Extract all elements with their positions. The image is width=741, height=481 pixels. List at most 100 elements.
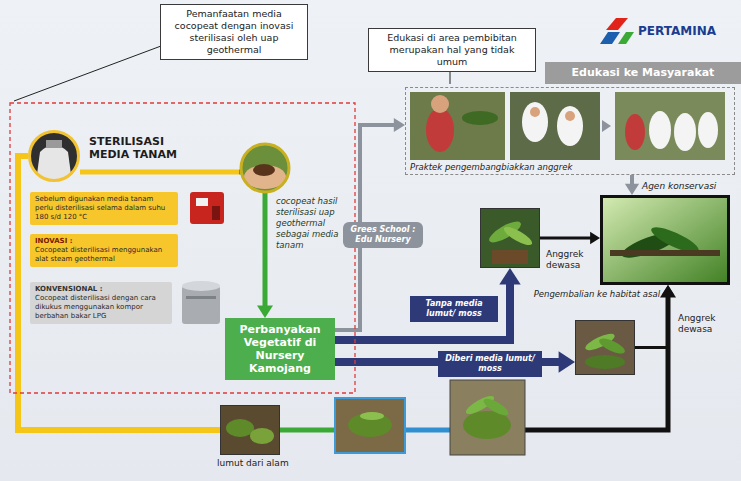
group-photo (615, 92, 725, 160)
box-text: Pemanfaatan media cocopeat dengan inovas… (166, 8, 302, 56)
flow-connector (540, 237, 593, 240)
logo-mark (618, 32, 634, 44)
connector-label: cocopeat hasil sterilisasi uap geotherma… (276, 196, 350, 251)
students-photo (510, 92, 600, 160)
group-photo (674, 113, 696, 151)
moss-mount-photo (335, 398, 405, 453)
leader-line (14, 46, 161, 101)
box-text: KONVENSIONAL : (35, 285, 167, 294)
orchid-no-moss-photo (480, 208, 540, 268)
box-text: Anggrek dewasa (546, 249, 598, 271)
steamer-photo (182, 281, 220, 324)
connector-label: Diberi media lumut/ moss (438, 351, 542, 377)
sterilization-photo (36, 145, 72, 182)
arrow-head (257, 306, 273, 319)
mounted-orchid-photo (450, 380, 525, 455)
orchid-moss-photo (585, 355, 625, 369)
small-arrow (602, 120, 611, 132)
arrow-head (394, 118, 405, 132)
null (253, 164, 275, 176)
arrow-head (559, 351, 575, 372)
logo-mark (600, 18, 634, 44)
section-band: Edukasi ke Masyarakat (545, 62, 741, 84)
box-text: Edukasi ke Masyarakat (553, 66, 733, 80)
arrow-head (625, 184, 639, 195)
box-text: Anggrek dewasa (678, 313, 722, 335)
mounted-orchid-photo (450, 380, 525, 455)
arrow-head (660, 285, 676, 298)
callout-box: Edukasi di area pembibitan merupakan hal… (368, 28, 536, 72)
students-photo (530, 107, 540, 117)
orchid-no-moss-photo (480, 208, 540, 268)
orchid-practice-photo (426, 108, 454, 152)
box-text: lumut dari alam (217, 458, 289, 469)
cocopeat-photo (241, 144, 289, 192)
dashed-region (10, 103, 355, 393)
cocopeat-photo (241, 144, 289, 192)
flow-connector (635, 292, 668, 348)
orchid-habitat-photo (600, 195, 730, 285)
moss-mount-photo (335, 398, 405, 453)
orchid-no-moss-photo (502, 224, 535, 249)
mounted-orchid-photo (481, 396, 510, 419)
logo-mark (600, 32, 620, 44)
orchid-habitat-photo (600, 195, 730, 285)
photo-group: Praktek pengembangbiakkan anggrek (405, 87, 735, 175)
steam-device-photo (190, 192, 224, 224)
photo-box: Anggrek dewasa (575, 320, 635, 375)
group-photo (698, 112, 718, 148)
group-photo (615, 92, 725, 160)
photo-box: lumut dari alam (220, 405, 280, 455)
moss-photo (226, 419, 254, 437)
orchid-moss-photo (575, 320, 635, 375)
logo-text: PERTAMINA (638, 24, 716, 38)
steam-device-photo (212, 206, 220, 220)
box-text: Perbanyakan Vegetatif di Nursery Kamojan… (229, 323, 331, 375)
students-photo (557, 106, 583, 146)
moss-photo (250, 428, 274, 444)
dashed-region (10, 103, 355, 393)
connectors (18, 118, 676, 430)
process-box: Perbanyakan Vegetatif di Nursery Kamojan… (225, 318, 335, 380)
info-box: KONVENSIONAL :Cocopeat disterilisasi den… (30, 282, 172, 324)
photo-box: Agen konservasiPengembalian ke habitat a… (600, 195, 730, 285)
orchid-practice-photo (462, 111, 498, 125)
steamer-photo (182, 286, 220, 324)
info-box: Sebelum digunakan media tanam perlu dist… (30, 192, 178, 225)
orchid-practice-photo (410, 92, 505, 160)
orchid-practice-photo (410, 92, 505, 160)
box-text: Sebelum digunakan media tanam perlu dist… (35, 195, 173, 222)
arrow-head (590, 232, 600, 244)
photo-circle: STERILISASI MEDIA TANAM (28, 130, 80, 182)
moss-photo (220, 405, 280, 455)
group-photo (625, 114, 645, 150)
box-text: Pengembalian ke habitat asal (534, 289, 660, 299)
box-text: Edukasi di area pembibitan merupakan hal… (374, 32, 530, 68)
moss-mount-photo (360, 412, 384, 420)
steamer-photo (182, 281, 220, 291)
flow-connector (335, 279, 510, 340)
students-photo (565, 111, 575, 121)
orchid-moss-photo (575, 320, 635, 375)
connector-label: Tanpa media lumut/ moss (410, 296, 498, 322)
box-text: Praktek pengembangbiakkan anggrek (410, 162, 572, 172)
steam-device-photo (190, 192, 224, 224)
students-photo (510, 92, 600, 160)
null (241, 144, 289, 192)
moss-mount-photo (348, 413, 392, 437)
orchid-habitat-photo (610, 250, 720, 256)
sterilization-photo (46, 140, 62, 148)
box-text: Cocopeat disterilisasi dengan cara dikuk… (35, 294, 167, 321)
connector-label: Grees School : Edu Nursery (343, 222, 423, 248)
box-text: Agen konservasi (642, 181, 716, 192)
steamer-photo (186, 296, 216, 299)
small-arrow (602, 120, 611, 132)
null (241, 144, 289, 192)
steam-device-photo (196, 198, 208, 206)
mounted-orchid-photo (463, 411, 511, 439)
callout-box: Pemanfaatan media cocopeat dengan inovas… (160, 4, 308, 60)
flow-connector (18, 156, 220, 430)
sterilization-photo (28, 130, 80, 182)
box-text: Cocopeat disterilisasi menggunakan alat … (35, 246, 173, 264)
photo-box: Anggrek dewasa (480, 208, 540, 268)
